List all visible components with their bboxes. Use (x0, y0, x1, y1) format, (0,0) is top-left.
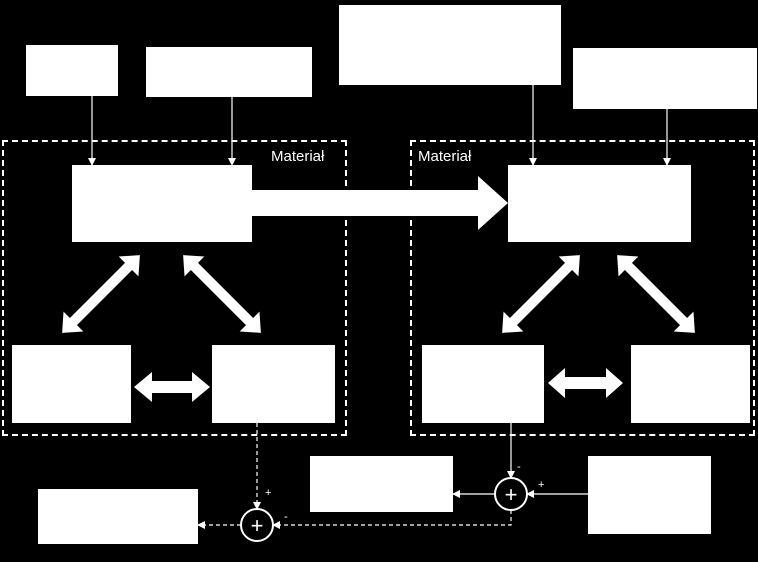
reference-box (588, 456, 711, 534)
sub-block-right-1 (422, 345, 544, 423)
double-arrow-left-horizontal (134, 372, 210, 402)
summing-junction-upper: + (494, 477, 528, 511)
material-region-left-label: Materiał (271, 148, 325, 165)
double-arrow-right-diag-1 (502, 255, 580, 333)
input-box-3 (339, 5, 561, 85)
sign-lower-top: + (265, 487, 271, 499)
sign-upper-right: + (538, 479, 544, 491)
main-block-right (508, 165, 691, 242)
double-arrow-right-diag-2 (617, 255, 695, 333)
sign-upper-top: - (517, 461, 521, 473)
summing-junction-lower: + (240, 508, 274, 542)
material-region-right (410, 140, 755, 436)
sub-block-left-1 (12, 345, 131, 423)
summing-junction-lower-symbol: + (251, 513, 264, 538)
output-box (310, 456, 453, 512)
double-arrow-right-horizontal (548, 368, 623, 398)
sub-block-left-2 (212, 345, 335, 423)
material-region-right-label: Materiał (418, 148, 472, 165)
sub-block-right-2 (631, 345, 750, 423)
main-block-left (72, 165, 252, 242)
arrow-main-transfer (252, 176, 508, 230)
input-box-4 (573, 48, 757, 109)
double-arrow-left-diag-1 (62, 255, 140, 333)
input-box-2 (146, 47, 312, 97)
input-box-1 (26, 45, 118, 96)
summing-junction-upper-symbol: + (505, 482, 518, 507)
double-arrow-left-diag-2 (183, 255, 261, 333)
connector-upper-junction-to-lower (272, 510, 512, 529)
material-region-left (2, 140, 347, 436)
sign-lower-right: - (284, 511, 288, 523)
result-box-dashed (38, 489, 198, 544)
